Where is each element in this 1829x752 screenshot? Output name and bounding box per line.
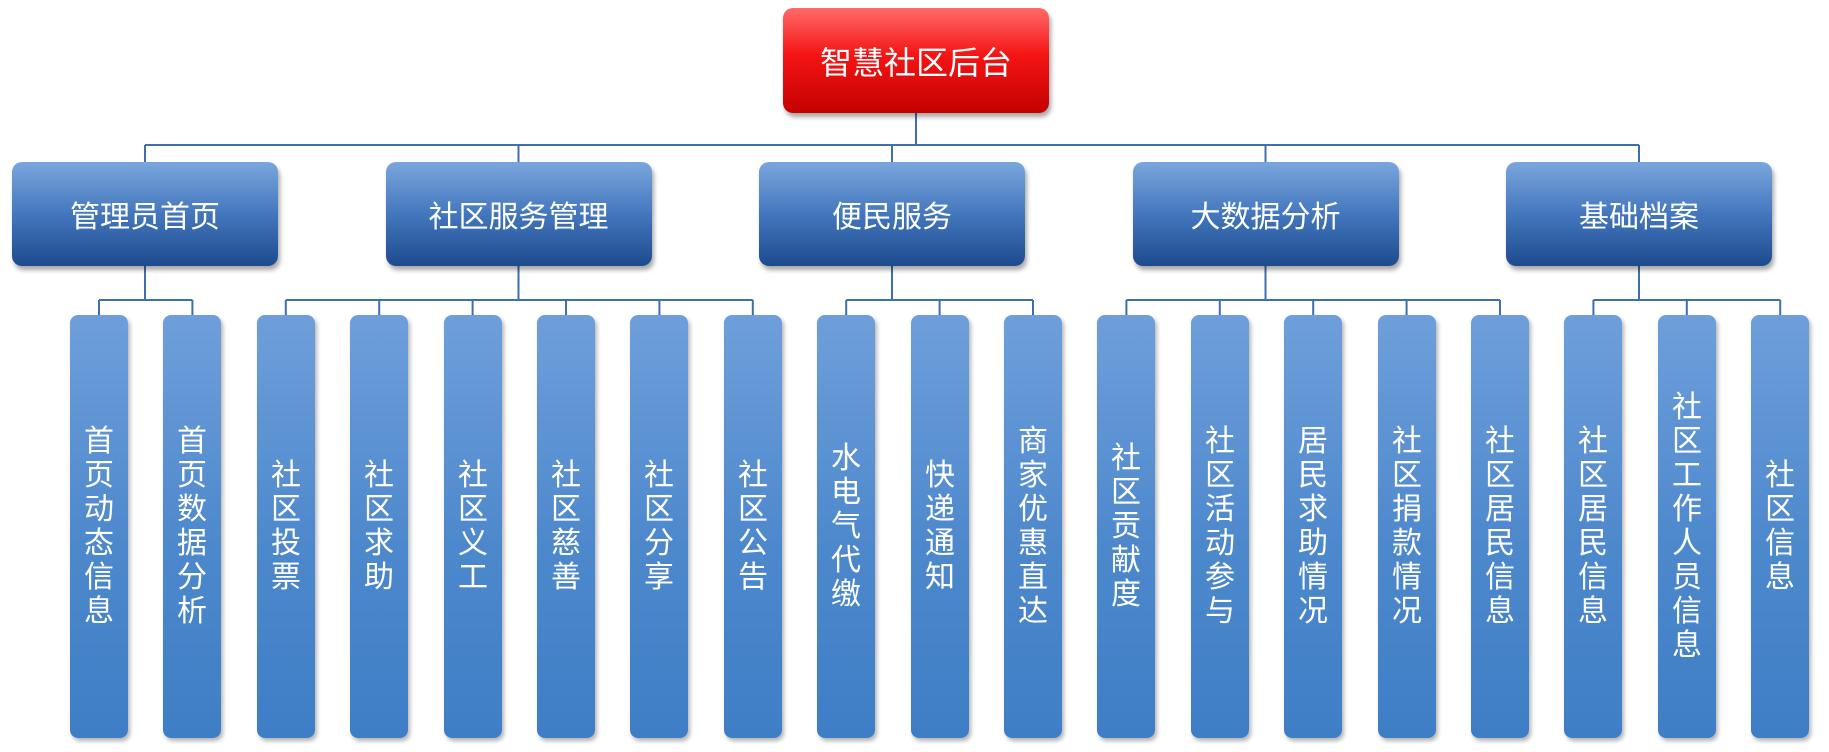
leaf-label: 社区信息 (1765, 457, 1795, 595)
leaf-label: 社区分享 (644, 457, 674, 595)
leaf-node: 社区信息 (1751, 315, 1809, 738)
branch-label: 管理员首页 (70, 200, 220, 235)
leaf-label: 水电气代缴 (831, 440, 861, 612)
leaf-label: 社区活动参与 (1205, 423, 1235, 629)
branch-node: 基础档案 (1506, 162, 1772, 266)
leaf-label: 社区居民信息 (1485, 423, 1515, 629)
leaf-node: 社区投票 (257, 315, 315, 738)
branch-node: 社区服务管理 (385, 162, 652, 266)
leaf-node: 社区公告 (724, 315, 782, 738)
branch-label: 社区服务管理 (428, 200, 609, 235)
leaf-label: 社区捐款情况 (1392, 423, 1422, 629)
leaf-node: 社区义工 (444, 315, 502, 738)
leaf-node: 居民求助情况 (1284, 315, 1342, 738)
branch-node: 大数据分析 (1132, 162, 1399, 266)
leaf-node: 社区捐款情况 (1378, 315, 1436, 738)
leaf-node: 首页数据分析 (163, 315, 221, 738)
leaf-node: 社区慈善 (537, 315, 595, 738)
leaf-node: 首页动态信息 (70, 315, 128, 738)
branch-label: 大数据分析 (1190, 200, 1341, 235)
leaf-label: 快递通知 (925, 457, 955, 595)
leaf-label: 首页数据分析 (177, 423, 207, 629)
leaf-node: 社区居民信息 (1564, 315, 1622, 738)
leaf-node: 社区求助 (350, 315, 408, 738)
branch-label: 基础档案 (1579, 200, 1699, 235)
branch-label: 便民服务 (832, 200, 952, 235)
branch-node: 管理员首页 (12, 162, 278, 266)
leaf-label: 首页动态信息 (84, 423, 114, 629)
root-node: 智慧社区后台 (783, 8, 1049, 113)
leaf-node: 社区居民信息 (1471, 315, 1529, 738)
leaf-node: 商家优惠直达 (1004, 315, 1062, 738)
leaf-label: 社区求助 (364, 457, 394, 595)
leaf-label: 社区义工 (458, 457, 488, 595)
leaf-label: 社区居民信息 (1578, 423, 1608, 629)
leaf-node: 社区工作人员信息 (1658, 315, 1716, 738)
root-label: 智慧社区后台 (819, 43, 1012, 82)
leaf-label: 社区贡献度 (1111, 440, 1141, 612)
leaf-label: 社区公告 (738, 457, 768, 595)
branch-node: 便民服务 (759, 162, 1025, 266)
leaf-node: 水电气代缴 (817, 315, 875, 738)
leaf-label: 社区慈善 (551, 457, 581, 595)
leaf-label: 商家优惠直达 (1018, 423, 1048, 629)
leaf-node: 社区分享 (630, 315, 688, 738)
leaf-label: 社区工作人员信息 (1672, 389, 1702, 663)
leaf-label: 居民求助情况 (1298, 423, 1328, 629)
leaf-node: 社区活动参与 (1191, 315, 1249, 738)
leaf-label: 社区投票 (271, 457, 301, 595)
leaf-node: 快递通知 (911, 315, 969, 738)
leaf-node: 社区贡献度 (1097, 315, 1155, 738)
